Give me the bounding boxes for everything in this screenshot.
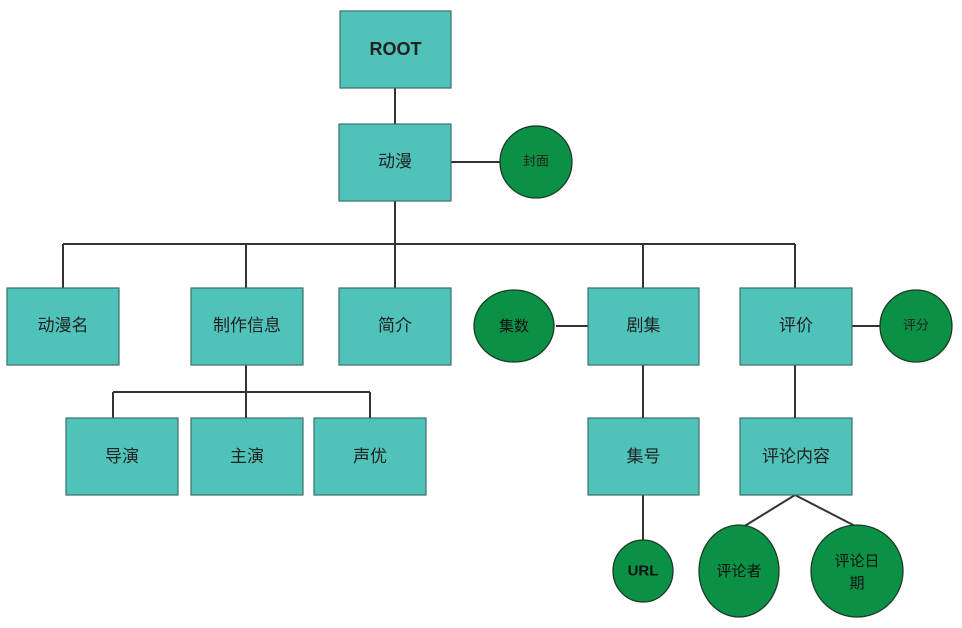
node-episode-number: 集号 xyxy=(587,417,700,496)
node-episode-number-label: 集号 xyxy=(627,447,661,467)
node-review-date: 评论日 期 xyxy=(810,524,904,618)
node-production-info: 制作信息 xyxy=(190,287,304,366)
node-cover-label: 封面 xyxy=(523,155,549,170)
node-review-label: 评价 xyxy=(779,316,813,336)
node-anime-name-label: 动漫名 xyxy=(38,316,89,336)
node-reviewer: 评论者 xyxy=(698,524,780,618)
node-url-label: URL xyxy=(628,563,659,580)
node-review: 评价 xyxy=(739,287,853,366)
node-score-label: 评分 xyxy=(903,319,929,334)
node-url: URL xyxy=(612,539,674,603)
connectors xyxy=(62,88,882,540)
node-episode-count-label: 集数 xyxy=(499,317,529,335)
node-episodes-label: 剧集 xyxy=(627,316,661,336)
node-episodes: 剧集 xyxy=(587,287,700,366)
node-score: 评分 xyxy=(879,289,953,363)
node-lead-actor-label: 主演 xyxy=(230,447,264,467)
edge-content-date xyxy=(794,494,858,528)
node-synopsis-label: 简介 xyxy=(378,316,412,336)
node-lead-actor: 主演 xyxy=(190,417,304,496)
node-anime-name: 动漫名 xyxy=(6,287,120,366)
node-director: 导演 xyxy=(65,417,179,496)
node-review-date-line2: 期 xyxy=(849,574,864,592)
node-cover: 封面 xyxy=(499,125,573,199)
edge-content-reviewer xyxy=(742,494,796,528)
node-synopsis: 简介 xyxy=(338,287,452,366)
node-root-label: ROOT xyxy=(370,39,422,59)
node-review-content-label: 评论内容 xyxy=(762,447,830,467)
node-director-label: 导演 xyxy=(105,447,139,467)
node-anime: 动漫 xyxy=(338,123,452,202)
node-voice-actor: 声优 xyxy=(313,417,427,496)
node-review-content: 评论内容 xyxy=(739,417,853,496)
node-episode-count: 集数 xyxy=(473,289,555,363)
node-root: ROOT xyxy=(339,10,452,89)
node-review-date-line1: 评论日 xyxy=(834,552,879,570)
node-voice-actor-label: 声优 xyxy=(353,447,387,467)
node-reviewer-label: 评论者 xyxy=(716,562,761,580)
node-anime-label: 动漫 xyxy=(378,152,412,172)
node-production-info-label: 制作信息 xyxy=(213,316,281,336)
